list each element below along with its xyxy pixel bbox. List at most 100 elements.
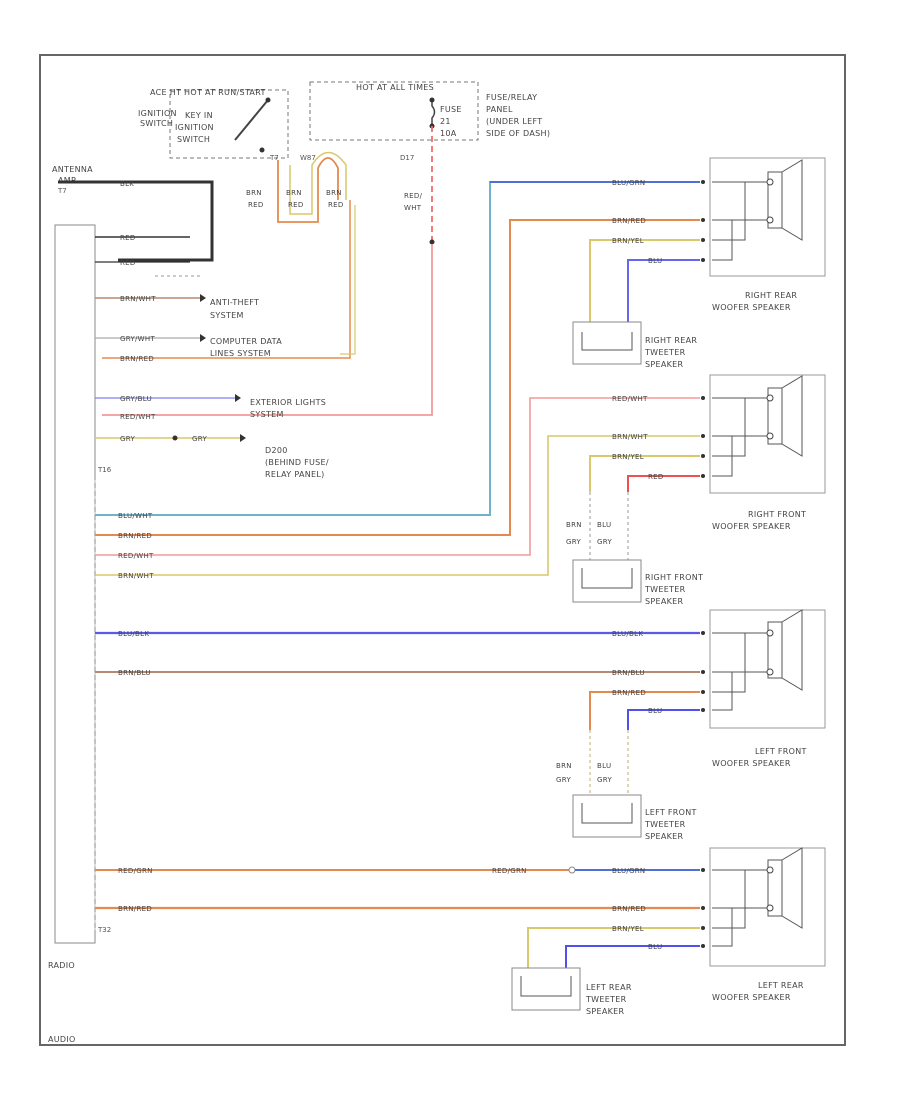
rf-w3-label: BRN/YEL	[612, 453, 644, 461]
rf-brn-label: BRN	[566, 521, 582, 529]
lr-tweeter-label-1: LEFT REAR	[586, 983, 632, 992]
ign-yel-loop	[289, 151, 347, 215]
radio-red-label-1: RED	[120, 234, 136, 242]
radio-w-brnred: BRN/RED	[118, 532, 152, 540]
rr-tweeter-label-3: SPEAKER	[645, 360, 684, 369]
rf-woofer-label-2: WOOFER SPEAKER	[712, 522, 791, 531]
lr-w3-label: BRN/YEL	[612, 925, 644, 933]
key-in-label-3: SWITCH	[177, 135, 210, 144]
lr-w1-label: BLU/GRN	[612, 867, 645, 875]
lf-blu-label: BLU	[597, 762, 611, 770]
rf-woofer-box	[709, 374, 826, 494]
speaker-connector-pins	[701, 180, 705, 948]
rf-tweeter-label-2: TWEETER	[644, 585, 686, 594]
lr-tweeter-label-3: SPEAKER	[586, 1007, 625, 1016]
ignition-switch-label-1: IGNITION	[138, 109, 177, 118]
lr-woofer-label-2: WOOFER SPEAKER	[712, 993, 791, 1002]
splice-red-1: RED	[248, 201, 264, 209]
splice-brn-3: BRN	[326, 189, 342, 197]
splice-red-3: RED	[328, 201, 344, 209]
lr-w4-label: BLU	[648, 943, 662, 951]
antenna-wire	[58, 180, 214, 262]
ign-brn-red-loop	[277, 157, 339, 223]
lf-woofer-label-2: WOOFER SPEAKER	[712, 759, 791, 768]
t7-label: T7	[269, 154, 279, 162]
rr-woofer-label-2: WOOFER SPEAKER	[712, 303, 791, 312]
computer-wire-label: GRY/WHT	[120, 335, 155, 343]
radio-w-bluwht: BLU/WHT	[118, 512, 153, 520]
radio-w-redwht: RED/WHT	[118, 552, 154, 560]
fuse-panel-label-3: (UNDER LEFT	[486, 117, 542, 126]
rf-brnwht-wire	[95, 435, 700, 576]
rr-internal	[712, 181, 768, 261]
radio-w-brnred2: BRN/RED	[118, 905, 152, 913]
computer-label-2: LINES SYSTEM	[210, 349, 271, 358]
fuse-symbol	[431, 100, 436, 126]
fuse-label-3: 10A	[440, 129, 457, 138]
ignition-switch-box	[169, 89, 289, 159]
lf-w1-label: BLU/BLK	[612, 630, 643, 638]
exterior-wire-label: GRY/BLU	[120, 395, 152, 403]
lf-tweeter-label-2: TWEETER	[644, 820, 686, 829]
rr-blugrn-wire	[95, 181, 700, 516]
key-in-label-1: KEY IN	[185, 111, 213, 120]
lf-tweeter-label-3: SPEAKER	[645, 832, 684, 841]
d200-gry-label-1: GRY	[120, 435, 135, 443]
splice-brn-1: BRN	[246, 189, 262, 197]
fuse-panel-box	[309, 81, 479, 141]
rr-tweeter-label-1: RIGHT REAR	[645, 336, 697, 345]
right-front-speaker-group: RED/WHT BRN/WHT BRN/YEL RED RIGHT FRONT …	[566, 374, 826, 606]
lr-tweeter-label-2: TWEETER	[585, 995, 627, 1004]
left-rear-speaker-group: BLU/GRN BRN/RED BRN/YEL BLU LEFT REAR WO…	[511, 847, 826, 1016]
lr-w3-wire	[527, 927, 700, 968]
fuse-label-1: FUSE	[440, 105, 462, 114]
rf-gry-label-1: GRY	[566, 538, 581, 546]
lr-woofer-box	[709, 847, 826, 967]
exterior-label-1: EXTERIOR LIGHTS	[250, 398, 326, 407]
anti-theft-label-1: ANTI-THEFT	[210, 298, 259, 307]
exterior-label-2: SYSTEM	[250, 410, 284, 419]
anti-theft-wire-label: BRN/WHT	[120, 295, 156, 303]
lf-gry-label-1: GRY	[556, 776, 571, 784]
fuse-panel-label-2: PANEL	[486, 105, 513, 114]
w87-label: W87	[300, 154, 316, 162]
computer-label-1: COMPUTER DATA	[210, 337, 282, 346]
rr-tweeter-box	[572, 321, 642, 365]
key-in-label-2: IGNITION	[175, 123, 214, 132]
rf-tweeter-label-1: RIGHT FRONT	[645, 573, 703, 582]
rr-brnred-wire	[95, 219, 700, 536]
lf-brn-label: BRN	[556, 762, 572, 770]
lf-w2-label: BRN/BLU	[612, 669, 645, 677]
rr-w3-wire	[589, 239, 700, 322]
radio-w-redgrn: RED/GRN	[118, 867, 153, 875]
lf-w4-label: BLU	[648, 707, 662, 715]
lf-w3-label: BRN/RED	[612, 689, 646, 697]
lf-woofer-box	[709, 609, 826, 729]
d200-label-1: D200	[265, 446, 288, 455]
antenna-label-1: ANTENNA	[52, 165, 93, 174]
d200-label-2: (BEHIND FUSE/	[265, 458, 329, 467]
antenna-label-3: T7	[57, 187, 67, 195]
rf-w1-label: RED/WHT	[612, 395, 648, 403]
antenna-blk-label: BLK	[120, 180, 134, 188]
ignition-switch-header: ACE HT HOT AT RUN/START	[150, 88, 266, 97]
rf-tweeter-label-3: SPEAKER	[645, 597, 684, 606]
fuse-header: HOT AT ALL TIMES	[356, 83, 434, 92]
d17-label: D17	[400, 154, 414, 162]
rf-gry-label-2: GRY	[597, 538, 612, 546]
rf-tweeter-box	[572, 559, 642, 603]
d200-label-3: RELAY PANEL)	[265, 470, 325, 479]
radio-redwht-label: RED/WHT	[120, 413, 156, 421]
lr-woofer-label-1: LEFT REAR	[758, 981, 804, 990]
radio-red-label-2: RED	[120, 259, 136, 267]
anti-theft-label-2: SYSTEM	[210, 311, 244, 320]
fuse-panel-label-4: SIDE OF DASH)	[486, 129, 550, 138]
rf-w4-wire	[627, 475, 700, 492]
lf-gry-label-2: GRY	[597, 776, 612, 784]
ignition-switch-label-2: SWITCH	[140, 119, 173, 128]
fuse-redwht-label-2: WHT	[404, 204, 422, 212]
radio-box	[54, 224, 96, 944]
rr-tweeter-label-2: TWEETER	[644, 348, 686, 357]
rf-w2-label: BRN/WHT	[612, 433, 648, 441]
radio-w-blublk: BLU/BLK	[118, 630, 149, 638]
